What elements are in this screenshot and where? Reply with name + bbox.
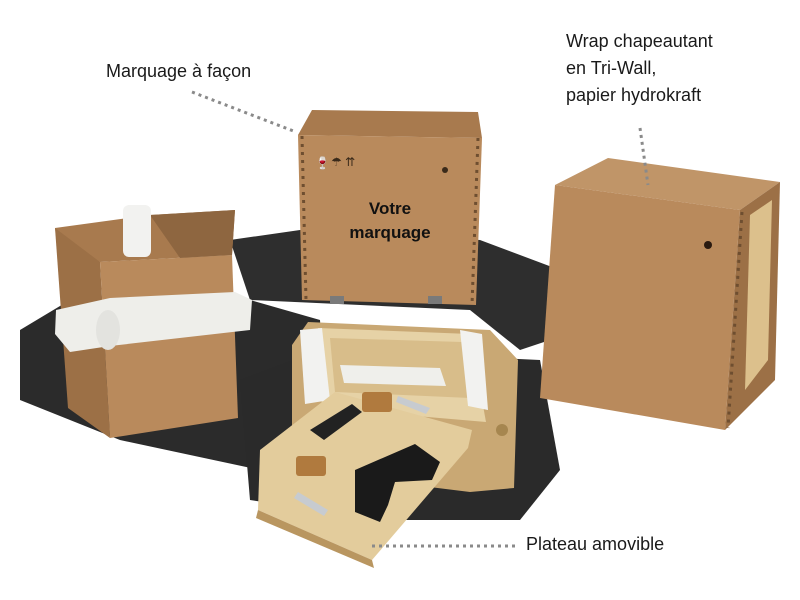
tray-foam-bottom: [340, 365, 446, 386]
plate-hinge-top: [396, 396, 430, 414]
callout-marquage-facon: Marquage à façon: [106, 61, 252, 81]
callout-wrap-line3: papier hydrokraft: [566, 85, 702, 105]
center-box-front: [298, 135, 482, 305]
right-box-top: [555, 158, 780, 210]
center-box-foot-left: [330, 296, 344, 304]
tray-foam-left: [300, 328, 330, 404]
foam-insert-top: [123, 205, 151, 257]
leader-marquage: [191, 90, 297, 134]
callout-plateau-amovible: Plateau amovible: [526, 534, 665, 554]
callout-wrap-tri-wall: Wrap chapeautant en Tri-Wall, papier hyd…: [566, 28, 713, 109]
leader-wrap: [638, 127, 650, 186]
center-box-hole: [442, 167, 448, 173]
box-marking-line2: marquage: [349, 223, 431, 242]
left-box-flap: [150, 210, 235, 258]
plate-clamp-top: [362, 392, 392, 412]
callout-leaders: [191, 90, 650, 548]
fragile-glass-icon: 🍷: [315, 156, 330, 170]
callout-wrap-line2: en Tri-Wall,: [566, 58, 657, 78]
plate-hinge-bottom: [294, 492, 328, 516]
removable-plate: [256, 392, 472, 568]
this-way-up-arrows-icon: ⇈: [345, 155, 356, 169]
tray-handle-hole: [496, 424, 508, 436]
plate-black-block: [355, 444, 440, 522]
callout-wrap-line1: Wrap chapeautant: [566, 31, 713, 51]
center-box-foot-right: [428, 296, 442, 304]
marked-cardboard-box: [298, 110, 482, 306]
umbrella-keep-dry-icon: ☂: [331, 155, 342, 169]
box-marking-line1: Votre: [368, 199, 412, 218]
left-box-front: [100, 255, 238, 438]
open-cardboard-box: [55, 205, 252, 438]
center-box-top: [298, 110, 482, 138]
tri-wall-wrapped-box: [540, 158, 780, 430]
right-box-side-window: [745, 200, 772, 390]
foam-insert-end: [96, 310, 120, 350]
right-box-hole: [704, 241, 712, 249]
center-box-left-stitch: [300, 135, 308, 301]
right-box-front: [540, 185, 740, 430]
tray-foam-right: [460, 330, 488, 410]
plate-corner-block: [310, 404, 362, 440]
plate-clamp-bottom: [296, 456, 326, 476]
plate-edge: [256, 510, 374, 568]
